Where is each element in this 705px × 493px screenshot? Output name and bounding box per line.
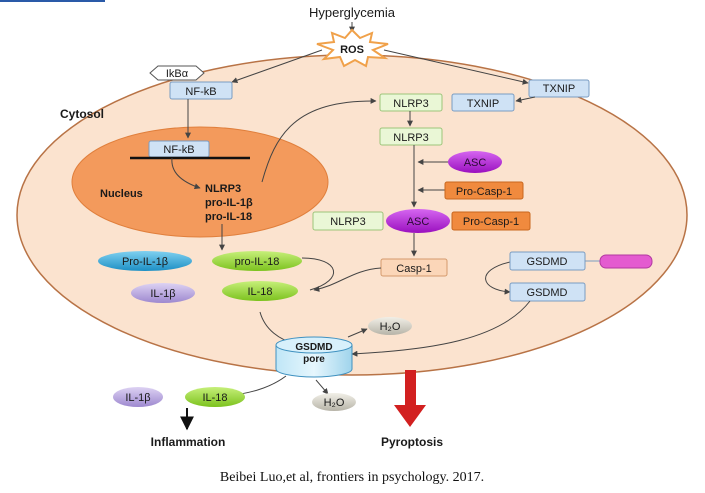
- casp1-box: [380, 258, 448, 277]
- txnip-complex-label: TXNIP: [467, 98, 499, 110]
- inflammation-label: Inflammation: [151, 435, 226, 449]
- procasp-inflammasome-box: [451, 211, 531, 231]
- nuclear-gene-pro-il18: pro-IL-18: [205, 211, 252, 223]
- nlrp3-complex-label: NLRP3: [393, 98, 428, 110]
- gsdmd-pore-label-2: pore: [303, 354, 325, 365]
- casp1-label: Casp-1: [396, 263, 431, 275]
- asc-free-label: ASC: [464, 157, 487, 169]
- il1b-outer-pill: [113, 387, 163, 407]
- arrow-water-influx: [347, 328, 368, 338]
- arrow-ros-to-nfkb: [231, 49, 323, 84]
- gsdmd-cleaved-label: GSDMD: [527, 287, 568, 299]
- txnip-outer-label: TXNIP: [543, 83, 575, 95]
- pyroptosis-label: Pyroptosis: [381, 435, 443, 449]
- nlrp3-free-label: NLRP3: [393, 132, 428, 144]
- gsdmd-c-terminal-tag: [599, 254, 653, 269]
- gsdmd-pore: [275, 336, 353, 378]
- ros-label: ROS: [340, 44, 364, 56]
- il1b-inner-pill: [131, 283, 195, 303]
- gsdmd-pore-label-1: GSDMD: [295, 342, 332, 353]
- pro-il1b-label: Pro-IL-1β: [122, 256, 168, 268]
- procasp-inflammasome-label: Pro-Casp-1: [463, 216, 519, 228]
- nuclear-gene-pro-il1b: pro-IL-1β: [205, 197, 253, 209]
- arrow-pro-il18-processing: [301, 257, 334, 291]
- txnip-outer-box: [528, 79, 590, 98]
- pyroptosis-arrow: [394, 370, 426, 427]
- gsdmd-full-label: GSDMD: [527, 256, 568, 268]
- nlrp3-inflammasome-label: NLRP3: [330, 216, 365, 228]
- nlrp3-inflammasome-box: [312, 211, 384, 231]
- gsdmd-cleaved-box: [509, 282, 586, 302]
- arrow-transcription: [171, 157, 201, 190]
- il18-inner-label: IL-18: [247, 286, 272, 298]
- il1b-outer-label: IL-1β: [125, 392, 150, 404]
- nucleus: [71, 126, 329, 238]
- h2o-inner-pill: [368, 317, 412, 335]
- ros-starburst: [316, 28, 389, 68]
- asc-inflammasome-label: ASC: [407, 216, 430, 228]
- ikba-label: IkBα: [166, 68, 189, 80]
- arrow-gsdmd-to-pore: [351, 300, 531, 357]
- cytosol-label: Cytosol: [60, 107, 104, 121]
- il1b-inner-label: IL-1β: [150, 288, 175, 300]
- h2o-outer-label: H₂O: [324, 397, 345, 409]
- arrow-casp1-to-cytokines: [313, 267, 382, 292]
- arrow-txnip-binding: [515, 96, 536, 103]
- title-hyperglycemia: Hyperglycemia: [309, 5, 396, 20]
- arrow-casp1-cleaves-gsdmd: [485, 261, 511, 295]
- nuclear-gene-nlrp3: NLRP3: [205, 183, 241, 195]
- arrow-ros-to-txnip: [383, 49, 529, 85]
- pro-il18-label: pro-IL-18: [235, 256, 280, 268]
- arrow-nlrp3-priming: [261, 97, 377, 183]
- il18-outer-pill: [185, 387, 245, 407]
- ikba-hexagon: [149, 65, 205, 81]
- asc-inflammasome: [386, 209, 450, 233]
- h2o-inner-label: H₂O: [380, 321, 401, 333]
- asc-free: [448, 151, 502, 173]
- arrow-water-outside: [315, 379, 329, 395]
- nfkb-nuclear-label: NF-kB: [163, 144, 194, 156]
- nfkb-cytosol-box: [169, 81, 233, 100]
- citation: Beibei Luo,et al, frontiers in psycholog…: [220, 470, 484, 485]
- il18-outer-label: IL-18: [202, 392, 227, 404]
- il18-inner-pill: [222, 281, 298, 301]
- nucleus-label: Nucleus: [100, 188, 143, 200]
- pro-il1b-pill: [98, 251, 192, 271]
- txnip-complex-box: [451, 93, 515, 112]
- pro-il18-pill: [212, 251, 302, 271]
- h2o-outer-pill: [312, 393, 356, 411]
- procasp-free-box: [444, 181, 524, 200]
- nlrp3-complex-box: [379, 93, 443, 112]
- nfkb-cytosol-label: NF-kB: [185, 86, 216, 98]
- procasp-free-label: Pro-Casp-1: [456, 186, 512, 198]
- nlrp3-free-box: [379, 127, 443, 146]
